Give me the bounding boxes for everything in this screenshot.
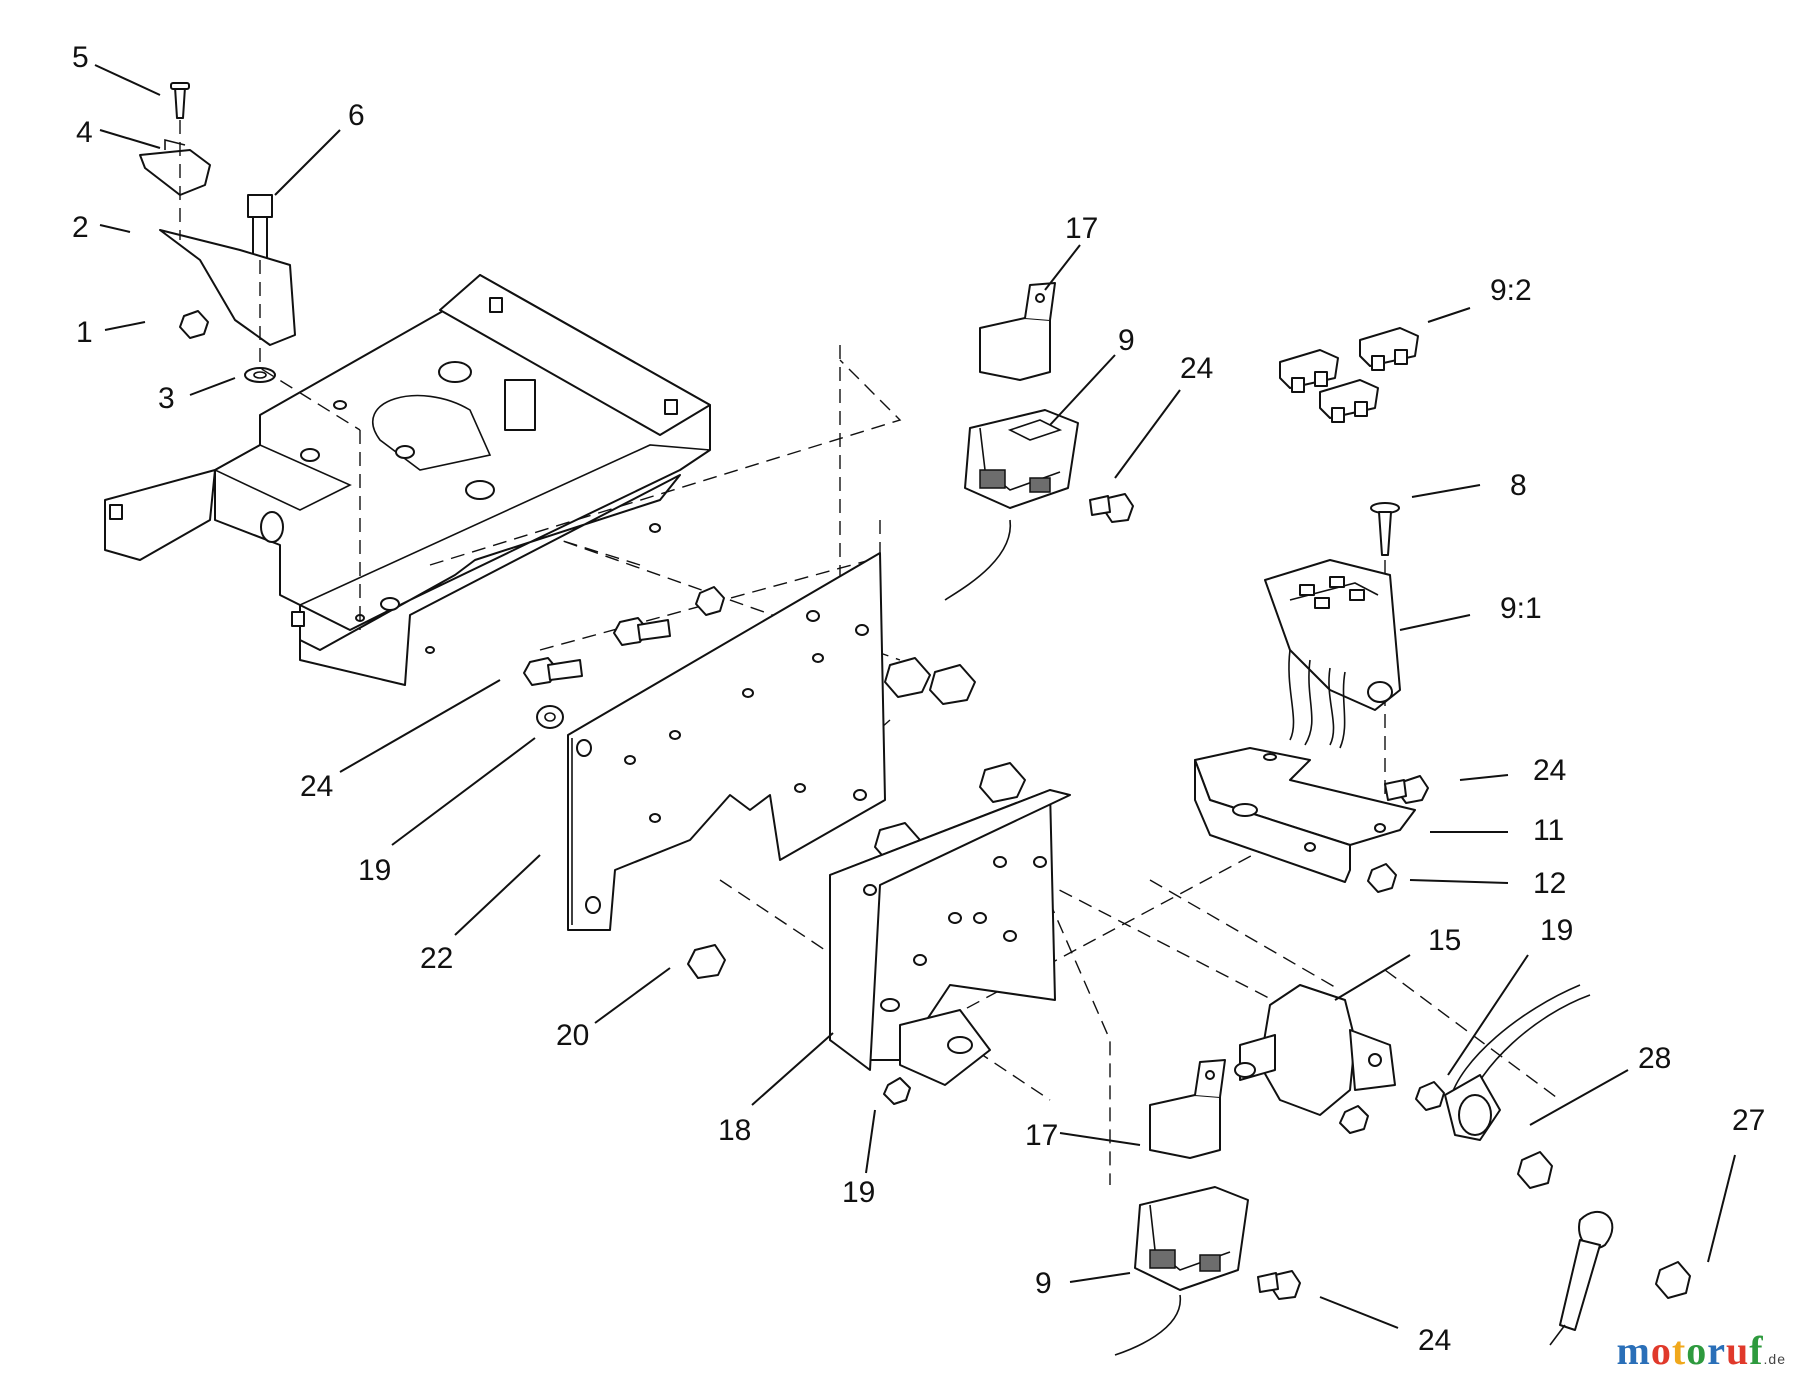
callouts: 5 4 6 2 1 3 17 9 24 9:2 8 9:1 24 11 12 2… [72, 41, 1765, 1357]
callout-19-bracket: 19 [842, 1176, 875, 1209]
fuses [1279, 327, 1419, 423]
plate-22 [567, 552, 886, 931]
callout-24-lower: 24 [1418, 1324, 1451, 1357]
callout-9-upper: 9 [1118, 324, 1135, 357]
logo-letter: r [1707, 1328, 1726, 1373]
logo-letter: o [1686, 1328, 1708, 1373]
callout-11: 11 [1533, 814, 1564, 847]
callout-19-solenoid: 19 [1540, 914, 1573, 947]
callout-6: 6 [348, 99, 365, 132]
callout-9-lower: 9 [1035, 1267, 1052, 1300]
leader-lines [94, 64, 1736, 1329]
callout-24-connector: 24 [1533, 754, 1566, 787]
callout-28: 28 [1638, 1042, 1671, 1075]
callout-3: 3 [158, 382, 175, 415]
switch-assembly [139, 82, 296, 383]
bracket-18 [829, 789, 1071, 1105]
relay-upper [944, 282, 1134, 601]
callout-18: 18 [718, 1114, 751, 1147]
callout-22: 22 [420, 942, 453, 975]
plate-fasteners [523, 586, 1026, 979]
logo-letter: u [1725, 1328, 1750, 1373]
callout-4: 4 [76, 116, 93, 149]
callout-24-left: 24 [300, 770, 333, 803]
callout-19-left: 19 [358, 854, 391, 887]
logo-letter: t [1671, 1328, 1687, 1373]
callout-12: 12 [1533, 867, 1566, 900]
motoruf-logo: motoruf.de [1617, 1327, 1786, 1374]
callout-8: 8 [1510, 469, 1527, 502]
callout-24-upper: 24 [1180, 352, 1213, 385]
callout-27: 27 [1732, 1104, 1765, 1137]
bracket-11 [1194, 747, 1429, 893]
relay-lower [1114, 1059, 1301, 1356]
callout-17-lower: 17 [1025, 1119, 1058, 1152]
battery-cable-28 [1444, 984, 1691, 1346]
callout-5: 5 [72, 41, 89, 74]
callout-15: 15 [1428, 924, 1461, 957]
callout-9-2: 9:2 [1490, 274, 1532, 307]
callout-1: 1 [76, 316, 93, 349]
logo-domain-suffix: .de [1763, 1351, 1786, 1367]
connector-assembly [1264, 502, 1401, 749]
chassis-plate [104, 274, 711, 686]
callout-20: 20 [556, 1019, 589, 1052]
logo-letter: f [1749, 1328, 1764, 1373]
callout-17-upper: 17 [1065, 212, 1098, 245]
logo-letter: o [1650, 1328, 1672, 1373]
logo-letter: m [1616, 1328, 1651, 1373]
callout-2: 2 [72, 211, 89, 244]
solenoid-15 [1234, 984, 1445, 1134]
callout-9-1: 9:1 [1500, 592, 1542, 625]
